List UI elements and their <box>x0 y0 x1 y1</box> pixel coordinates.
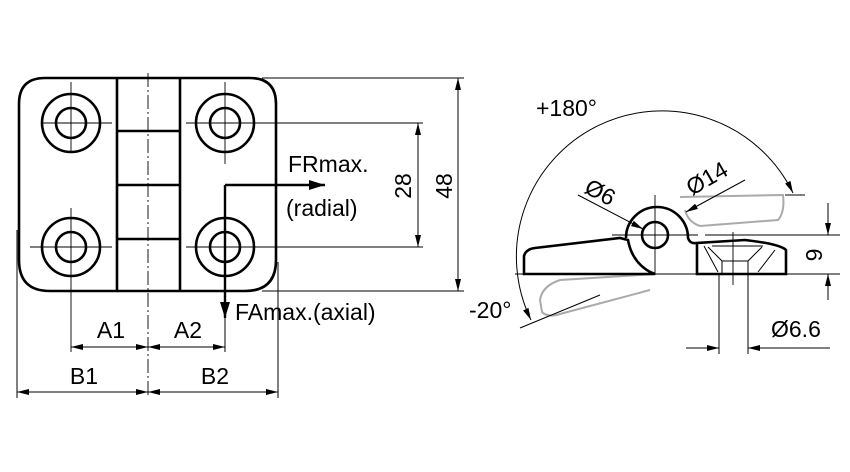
hole-top-right <box>186 82 423 164</box>
radial-force-label: FRmax. <box>288 151 369 177</box>
leaf-minus20-ghost <box>538 273 656 317</box>
side-view: +180° -20° Ø6 Ø14 9 Ø6.6 <box>469 95 840 354</box>
dim-b2: B2 <box>201 363 229 389</box>
dia-pin: Ø6 <box>581 173 620 210</box>
radial-force-sublabel: (radial) <box>286 195 358 221</box>
axial-force-label: FAmax.(axial) <box>235 299 376 325</box>
dim-b1: B1 <box>70 363 98 389</box>
angle-back: -20° <box>469 297 511 323</box>
dia-knuckle: Ø14 <box>682 156 733 200</box>
dim-28: 28 <box>390 173 416 199</box>
dim-a2: A2 <box>174 317 202 343</box>
angle-open: +180° <box>536 95 597 121</box>
leaf-left <box>522 236 656 276</box>
front-view: FRmax. (radial) FAmax.(axial) 48 28 A1 A… <box>16 73 464 398</box>
dim-a1: A1 <box>97 317 125 343</box>
hole-bottom-left <box>30 208 112 352</box>
knuckle-dia-leader <box>685 179 746 213</box>
hole-bottom-right <box>186 216 423 278</box>
dim-9: 9 <box>801 249 827 262</box>
angle-arc <box>515 110 794 321</box>
countersink-hole <box>703 245 776 273</box>
dim-48: 48 <box>431 173 457 199</box>
hole-top-left <box>40 82 112 154</box>
pin-dia-leader <box>577 194 644 230</box>
hinge-outline <box>17 76 278 293</box>
dia-hole: Ø6.6 <box>771 316 821 342</box>
